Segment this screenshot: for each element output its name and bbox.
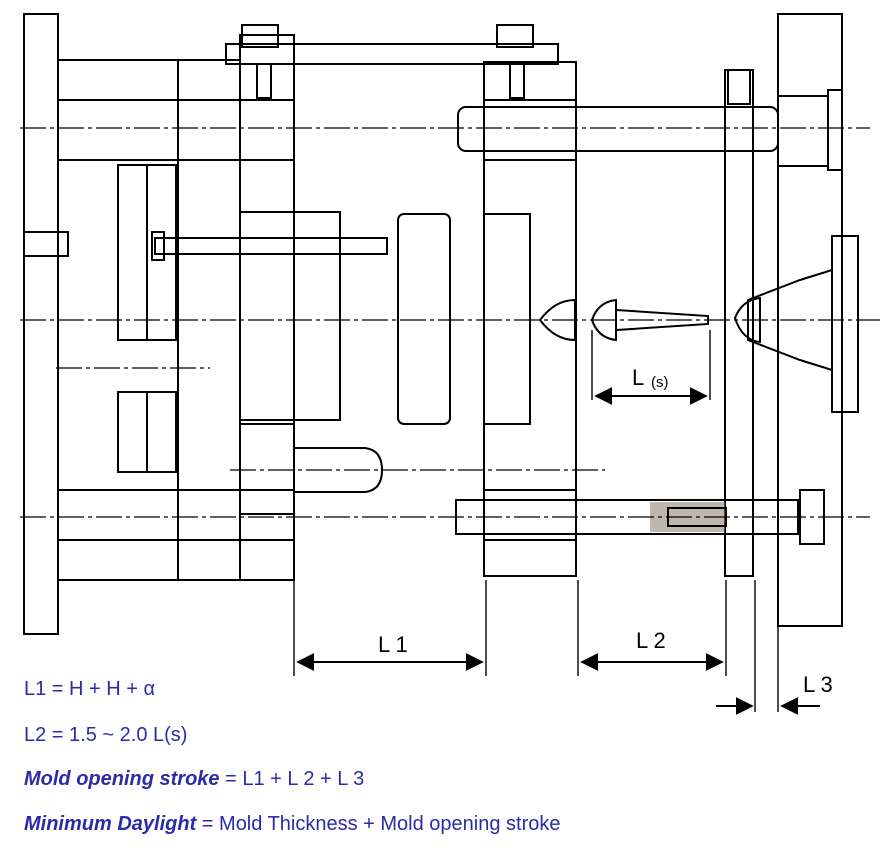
core [484, 213, 531, 425]
l2-label: L 2 [636, 628, 666, 653]
formula-minimum-daylight: Minimum Daylight = Mold Thickness + Mold… [24, 813, 561, 836]
formula-opening-stroke: Mold opening stroke = L1 + L 2 + L 3 [24, 768, 364, 791]
cavity-plate [239, 34, 295, 581]
bolt-left [241, 24, 279, 48]
ls-label-sub: (s) [651, 374, 669, 391]
molded-part [397, 213, 451, 425]
ls-label: L [632, 365, 644, 390]
fixed-cavity-block [239, 211, 341, 421]
nozzle-housing [831, 235, 859, 413]
l1-label: L 1 [378, 632, 408, 657]
left-platen-hub [23, 231, 69, 257]
opening-stroke-expression: = L1 + L 2 + L 3 [219, 768, 365, 790]
opening-stroke-term: Mold opening stroke [24, 768, 220, 790]
tie-bar-upper [457, 106, 779, 152]
left-platen [23, 13, 59, 635]
minimum-daylight-expression: = Mold Thickness + Mold opening stroke [196, 813, 561, 835]
nozzle [747, 268, 833, 372]
l3-label: L 3 [803, 672, 833, 697]
minimum-daylight-term: Minimum Daylight [24, 813, 197, 835]
formula-l2: L2 = 1.5 ~ 2.0 L(s) [24, 724, 188, 746]
core-pin [154, 237, 388, 255]
fixed-insert [239, 423, 295, 515]
bolt-right [496, 24, 534, 48]
formula-l1: L1 = H + H + α [24, 678, 156, 700]
top-link-bar [225, 43, 559, 65]
